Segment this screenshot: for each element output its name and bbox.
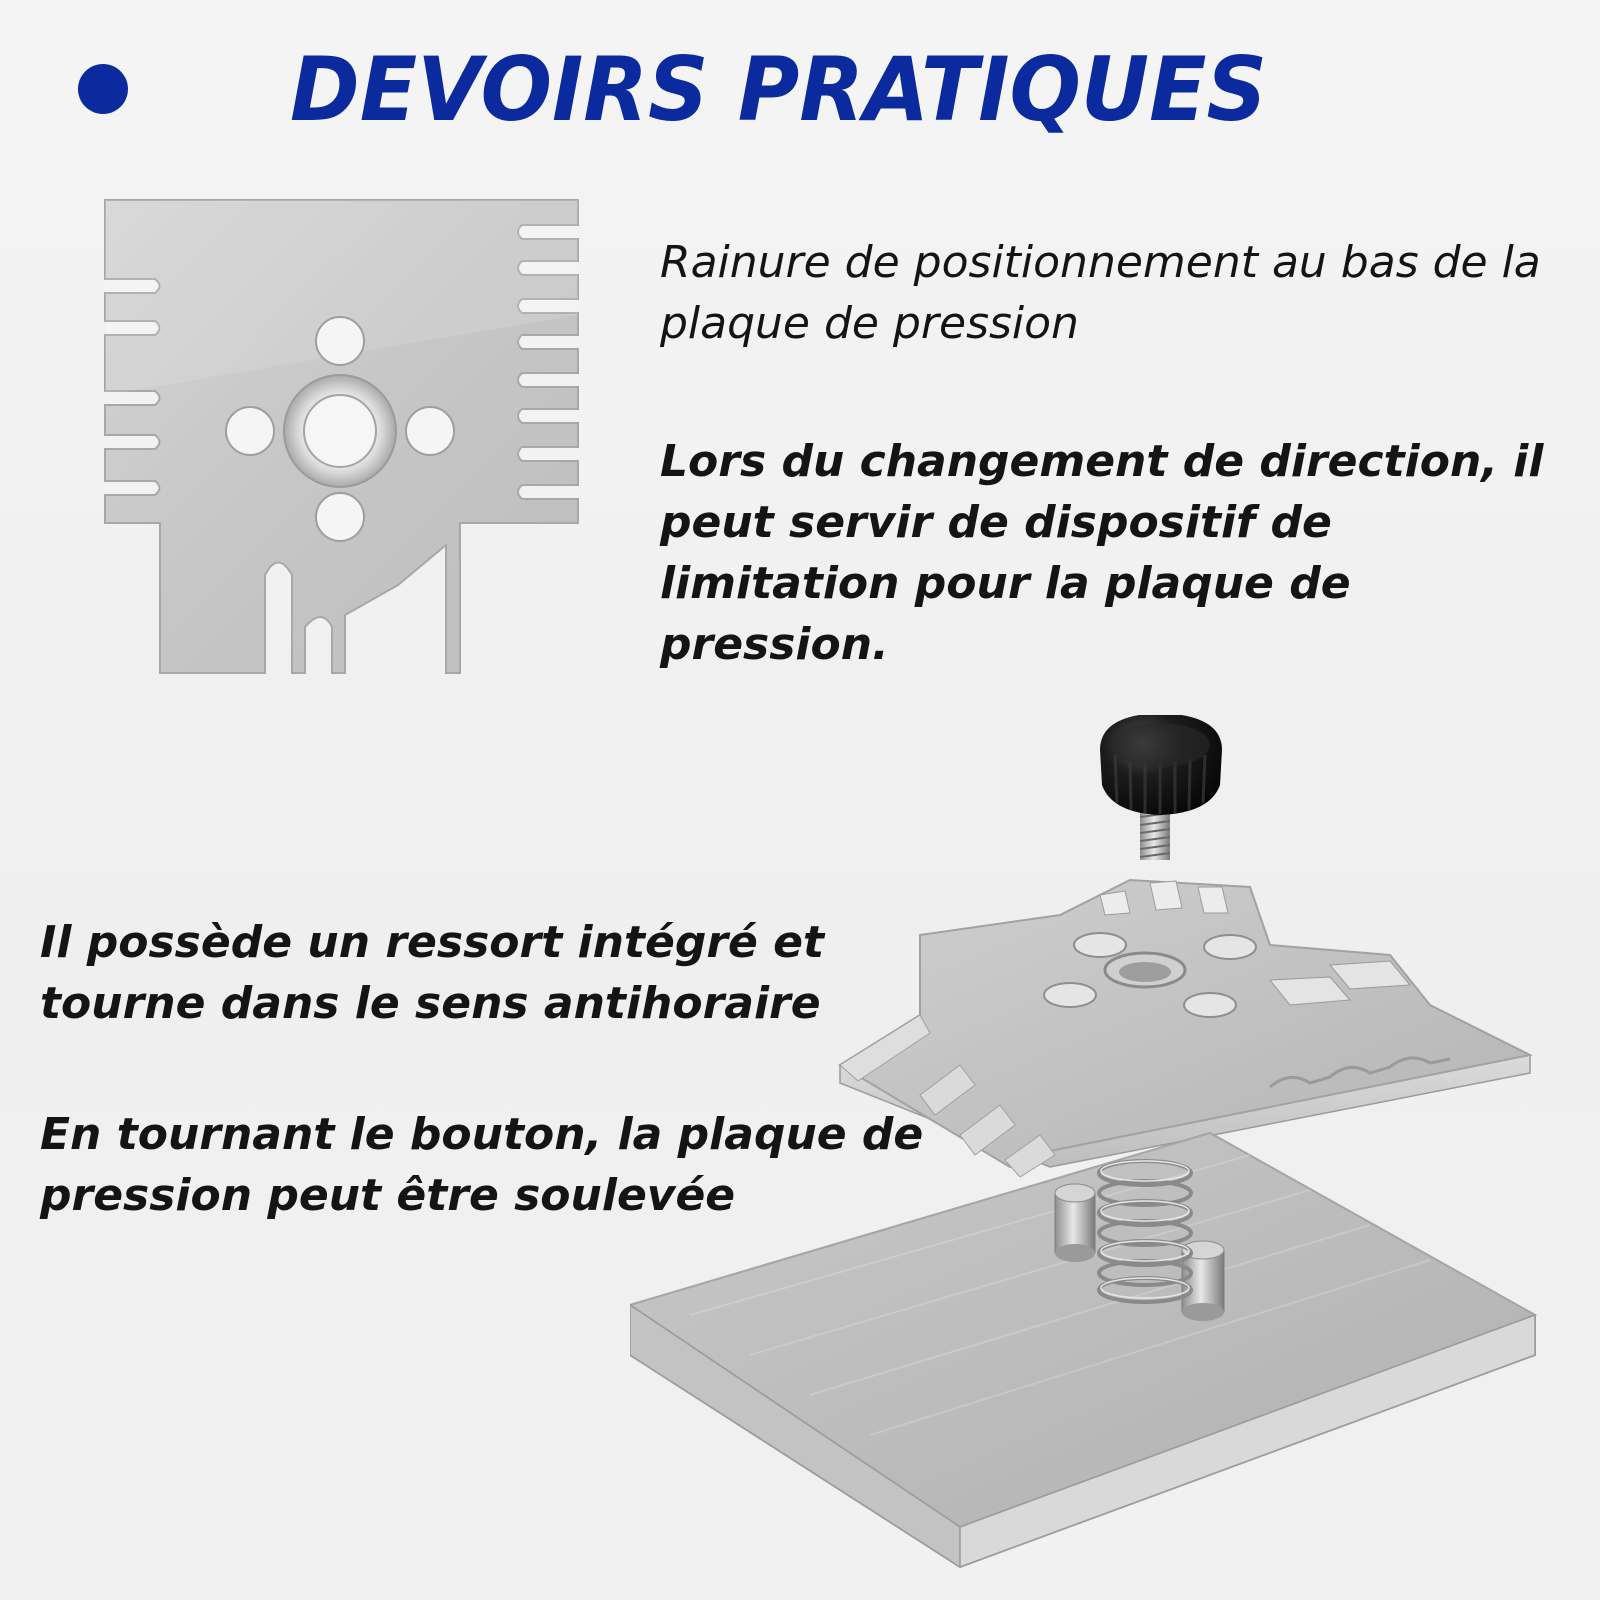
- groove-caption: Rainure de positionnement au bas de la p…: [660, 237, 1541, 349]
- knob-caption: En tournant le bouton, la plaque de pres…: [40, 1109, 924, 1221]
- bullet-dot-icon: [78, 64, 128, 114]
- base-plate: [630, 1131, 1538, 1569]
- page-title: DEVOIRS PRATIQUES: [290, 38, 1267, 141]
- pressure-plate-icon: [104, 199, 579, 674]
- spring-caption: Il possède un ressort intégré et tourne …: [40, 917, 825, 1029]
- upper-pressure-plate: [838, 878, 1534, 1178]
- knob-icon: [1100, 715, 1222, 860]
- right-top-captions: Rainure de positionnement au bas de la p…: [660, 232, 1580, 675]
- guide-pin: [1181, 1240, 1225, 1321]
- limiter-caption: Lors du changement de direction, il peut…: [660, 436, 1544, 670]
- guide-pin: [1054, 1183, 1096, 1262]
- left-bottom-captions: Il possède un ressort intégré et tourne …: [40, 912, 940, 1226]
- assembly-illustration: [630, 715, 1538, 1569]
